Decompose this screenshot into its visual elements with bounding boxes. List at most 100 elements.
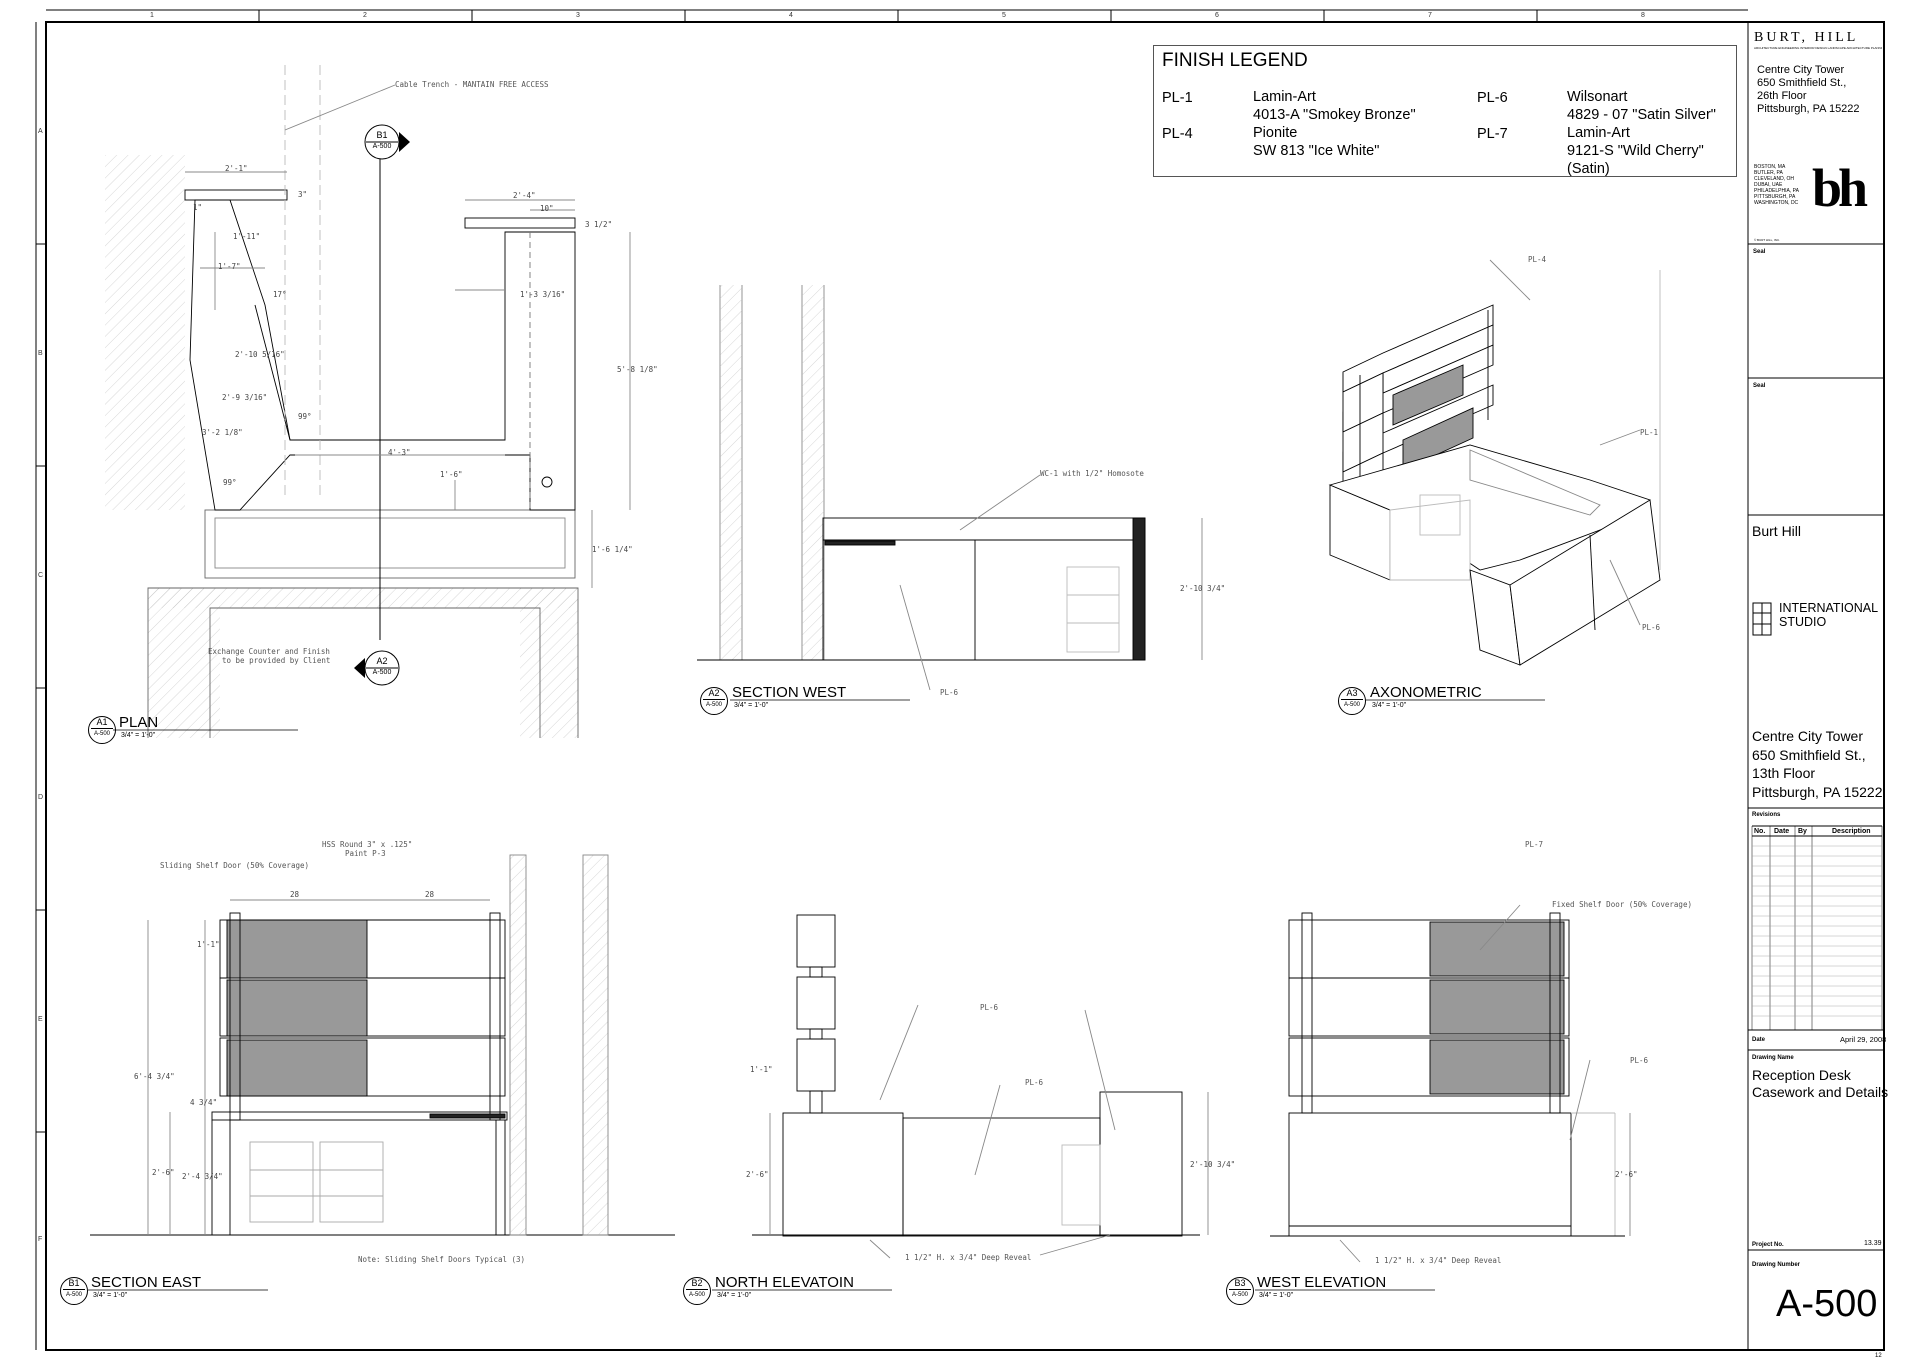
legend-item: Wilsonart 4829 - 07 "Satin Silver" (1567, 88, 1716, 124)
dim: 1" (193, 203, 203, 212)
note-pl6-north: PL-6 (980, 1003, 999, 1012)
firm-name: BURT, HILL (1754, 30, 1859, 45)
dim: 10" (540, 204, 554, 213)
office: PHILADELPHIA, PA (1754, 188, 1799, 194)
grid-row-f: F (38, 1236, 43, 1243)
note-pl1: PL-1 (1640, 428, 1659, 437)
title-block-lines (1747, 22, 1884, 1350)
plan-view (105, 65, 631, 738)
note-hss-paint: Paint P-3 (345, 849, 386, 858)
legend-line: Lamin-Art (1253, 89, 1316, 105)
note-sliding-shelf-door: Sliding Shelf Door (50% Coverage) (160, 861, 310, 870)
legend-line: 9121-S "Wild Cherry" (Satin) (1567, 143, 1704, 177)
dim: 2'-6" (1615, 1170, 1638, 1179)
office: WASHINGTON, DC (1754, 200, 1799, 206)
legend-line: 4829 - 07 "Satin Silver" (1567, 107, 1716, 123)
note-sliding-typical: Note: Sliding Shelf Doors Typical (3) (358, 1255, 526, 1264)
office-list: BOSTON, MA BUTLER, PA CLEVELAND, OH DUBA… (1754, 164, 1799, 206)
note-pl6: PL-6 (940, 688, 959, 697)
note-cable-trench: Cable Trench - MANTAIN FREE ACCESS (395, 80, 549, 89)
rev-col-description: Description (1832, 828, 1871, 835)
addr-line: 650 Smithfield St., (1757, 77, 1847, 89)
note-pl4-axo: PL-4 (1528, 255, 1547, 264)
section-west-view (697, 285, 1203, 691)
dim: 1'-11" (233, 232, 261, 241)
dim: 6'-4 3/4" (134, 1072, 175, 1081)
legend-code: PL-6 (1477, 90, 1508, 106)
dim: 1'-1" (750, 1065, 773, 1074)
studio-line: STUDIO (1779, 615, 1827, 629)
office: BUTLER, PA (1754, 170, 1783, 176)
dim: 1'-3 3/16" (520, 290, 566, 299)
dim: 1'-6" (440, 470, 463, 479)
section-east-view (90, 854, 675, 1236)
note-pl7: PL-7 (1525, 840, 1544, 849)
legend-line: Lamin-Art (1567, 125, 1630, 141)
legend-code: PL-1 (1162, 90, 1193, 106)
dim: 28 (425, 890, 435, 899)
dim: 3 1/2" (585, 220, 613, 229)
bubble-id: B2 (691, 1278, 703, 1288)
dim: 2'-9 3/16" (222, 393, 268, 402)
revision-rows (1752, 845, 1882, 1017)
grid-row-e: E (38, 1016, 43, 1023)
view-scale: 3/4" = 1'-0" (1372, 702, 1407, 709)
date-label: Date (1752, 1037, 1766, 1043)
legend-item: Pionite SW 813 "Ice White" (1253, 124, 1379, 160)
view-title-axonometric: AXONOMETRIC (1370, 684, 1482, 701)
page-number: 12 (1875, 1353, 1882, 1359)
marker-sheet: A-500 (372, 669, 392, 676)
legend-line: 4013-A "Smokey Bronze" (1253, 107, 1416, 123)
office: BOSTON, MA (1754, 164, 1786, 170)
north-elevation-view (752, 914, 1209, 1259)
proj-addr-line: 13th Floor (1752, 765, 1816, 781)
view-scale: 3/4" = 1'-0" (717, 1292, 752, 1299)
grid-col-2: 2 (363, 12, 367, 19)
dim: 1'-6 1/4" (592, 545, 633, 554)
dim: 5'-8 1/8" (617, 365, 658, 374)
note-wc1: WC-1 with 1/2" Homosote (1040, 469, 1144, 478)
firm-address: Centre City Tower 650 Smithfield St., 26… (1757, 64, 1860, 116)
drawing-name: Reception Desk Casework and Details (1752, 1067, 1888, 1101)
view-title-lines (88, 699, 1545, 1291)
copyright: © BURT HILL, INC. (1754, 238, 1780, 242)
dim: 3'-2 1/8" (202, 428, 243, 437)
office: DUBAI, UAE (1754, 182, 1783, 188)
legend-line: Wilsonart (1567, 89, 1628, 105)
legend-code: PL-7 (1477, 126, 1508, 142)
proj-addr-line: Centre City Tower (1752, 728, 1864, 744)
bubble-sheet: A-500 (63, 1289, 85, 1301)
view-scale: 3/4" = 1'-0" (121, 732, 156, 739)
grid-col-3: 3 (576, 12, 580, 19)
grid-col-8: 8 (1641, 12, 1645, 19)
dim: 1'-7" (218, 262, 241, 271)
legend-item: Lamin-Art 9121-S "Wild Cherry" (Satin) (1567, 124, 1736, 178)
dim: 2'-4" (513, 191, 536, 200)
section-marker-b1: B1 A-500 (369, 129, 395, 153)
note-pl6-north-2: PL-6 (1025, 1078, 1044, 1087)
bubble-id: A2 (708, 688, 720, 698)
view-title-section-east: SECTION EAST (91, 1274, 202, 1291)
grid-row-c: C (38, 572, 44, 579)
dim: 2'-6" (152, 1168, 175, 1177)
dim: 28 (290, 890, 300, 899)
note-pl6-west: PL-6 (1630, 1056, 1649, 1065)
dim: 99° (298, 412, 312, 421)
legend-line: SW 813 "Ice White" (1253, 143, 1380, 159)
proj-addr-line: Pittsburgh, PA 15222 (1752, 783, 1883, 800)
dim: 2'-10 3/4" (1190, 1160, 1236, 1169)
firm-logo: bh (1812, 158, 1868, 218)
sheet-border (45, 21, 1885, 1351)
drawing-number-label: Drawing Number (1752, 1262, 1801, 1268)
rev-col-no: No. (1754, 828, 1766, 835)
axonometric-view (1328, 259, 1661, 666)
dim: 3" (298, 190, 308, 199)
legend-line: Pionite (1253, 125, 1298, 141)
addr-line: Centre City Tower (1757, 64, 1845, 76)
grid-row-d: D (38, 794, 44, 801)
proj-addr-line: 650 Smithfield St., (1752, 746, 1866, 763)
section-marker-a2: A2 A-500 (369, 655, 395, 679)
dim: 99° (223, 478, 237, 487)
